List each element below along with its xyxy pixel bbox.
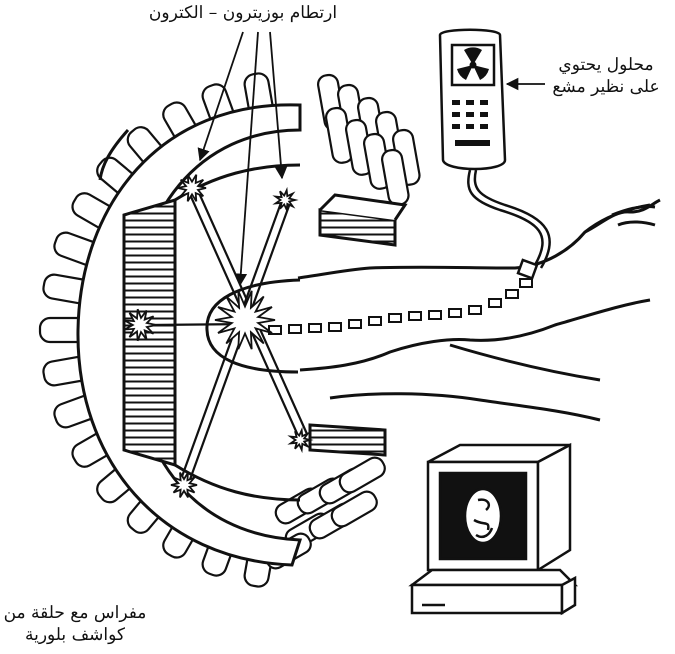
- tracer-dash: [389, 314, 401, 322]
- crystal-block-bottom: [310, 425, 385, 455]
- iv-bag: [440, 30, 505, 169]
- tracer-dash: [449, 309, 461, 317]
- tracer-dash: [520, 279, 532, 287]
- solution-label-line-1: محلول يحتوي: [538, 54, 674, 76]
- tracer-dash: [429, 311, 441, 319]
- detector-label-line-1: مفراس مع حلقة من: [0, 602, 150, 624]
- tracer-dash: [349, 320, 361, 328]
- radioisotope-solution-label: محلول يحتوي على نظير مشع: [538, 54, 674, 98]
- detector-label-line-2: كواشف بلورية: [0, 624, 150, 646]
- detector-tube: [336, 454, 388, 495]
- tracer-dash: [309, 324, 321, 332]
- monitor: [412, 445, 575, 613]
- tracer-dash: [329, 323, 341, 331]
- annihilation-label: ارتطام بوزيترون – الكترون: [118, 2, 368, 24]
- detector-ring-label: مفراس مع حلقة من كواشف بلورية: [0, 602, 150, 646]
- tracer-dash: [469, 306, 481, 314]
- tracer-dash: [369, 317, 381, 325]
- iv-tube: [468, 170, 549, 278]
- starburst-icon: [291, 430, 310, 450]
- solution-label-line-2: على نظير مشع: [538, 76, 674, 98]
- tracer-path: [269, 279, 532, 334]
- tracer-dash: [489, 299, 501, 307]
- tracer-dash: [409, 312, 421, 320]
- brain-scan-image: [465, 489, 501, 543]
- tracer-dash: [289, 325, 301, 333]
- tracer-dash: [506, 290, 518, 298]
